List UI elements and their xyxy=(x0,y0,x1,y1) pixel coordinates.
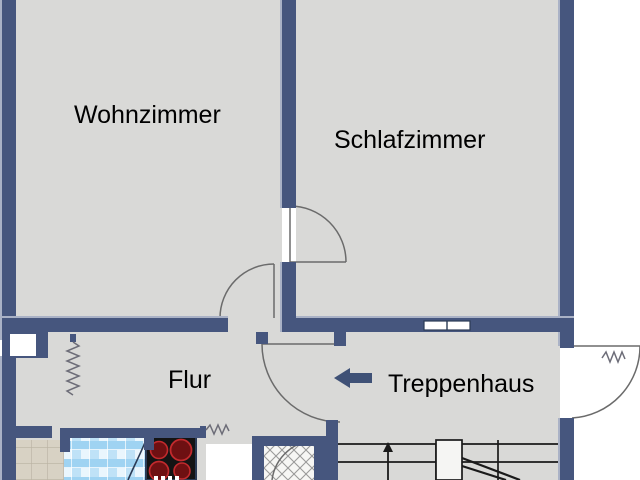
room-label-flur: Flur xyxy=(168,366,212,394)
wall-stub-bedroom-door xyxy=(282,262,296,332)
radiator-stairwell xyxy=(601,349,626,365)
door-livingroom xyxy=(219,263,275,319)
radiator-kitchen xyxy=(200,423,230,436)
stair-break-line-a xyxy=(461,456,521,480)
burner-front-right xyxy=(173,462,191,480)
kitchen-floor-beige-tiles xyxy=(16,440,64,480)
floor-schlafzimmer xyxy=(296,0,560,326)
burner-front-left xyxy=(148,460,170,480)
room-label-schlafzimmer: Schlafzimmer xyxy=(334,126,486,154)
wall-above-kitchen-right xyxy=(60,428,148,438)
wall-above-kitchen xyxy=(2,426,52,438)
wall-stub-entrance-door xyxy=(560,332,574,348)
room-label-wohnzimmer: Wohnzimmer xyxy=(74,101,221,129)
stairs-up-arrow xyxy=(383,442,393,480)
wall-bathroom-left xyxy=(252,436,264,480)
radiators xyxy=(65,334,626,436)
wall-stub-door-right xyxy=(334,332,346,346)
stair-break-line-b xyxy=(461,464,507,480)
wall-bathroom-right xyxy=(314,436,326,480)
wall-exterior-left-lower xyxy=(2,356,16,480)
radiator-hallway-left xyxy=(65,334,81,396)
wall-above-stove xyxy=(144,428,206,438)
wall-bathroom-top xyxy=(252,436,324,446)
wall-stub-door-left xyxy=(256,332,268,344)
wall-below-livingroom xyxy=(2,318,228,332)
window-left-wall xyxy=(10,334,36,356)
stair-landing xyxy=(435,439,463,480)
wall-kitchen-right-vertical xyxy=(144,428,154,450)
wall-exterior-left xyxy=(2,0,16,340)
wall-between-hallway-and-stairwell xyxy=(326,420,338,480)
entrance-direction-arrow xyxy=(334,368,372,388)
wall-exterior-right-lower xyxy=(560,418,574,480)
staircase xyxy=(336,439,561,480)
wall-between-living-and-bedroom xyxy=(282,0,296,208)
room-label-treppenhaus: Treppenhaus xyxy=(388,370,535,398)
wall-exterior-right xyxy=(560,0,574,346)
cooktop xyxy=(145,435,197,480)
kitchen-counter-blue-tiles xyxy=(64,436,146,480)
burner-rear-right xyxy=(169,438,193,462)
door-hallway-to-stairwell xyxy=(261,343,341,423)
wall-kitchen-stub-vertical xyxy=(60,428,70,452)
door-entrance-right xyxy=(571,345,640,419)
walls xyxy=(0,0,574,480)
floor-wohnzimmer xyxy=(16,0,282,326)
door-bedroom xyxy=(289,205,347,263)
cooktop-controls xyxy=(154,476,179,480)
